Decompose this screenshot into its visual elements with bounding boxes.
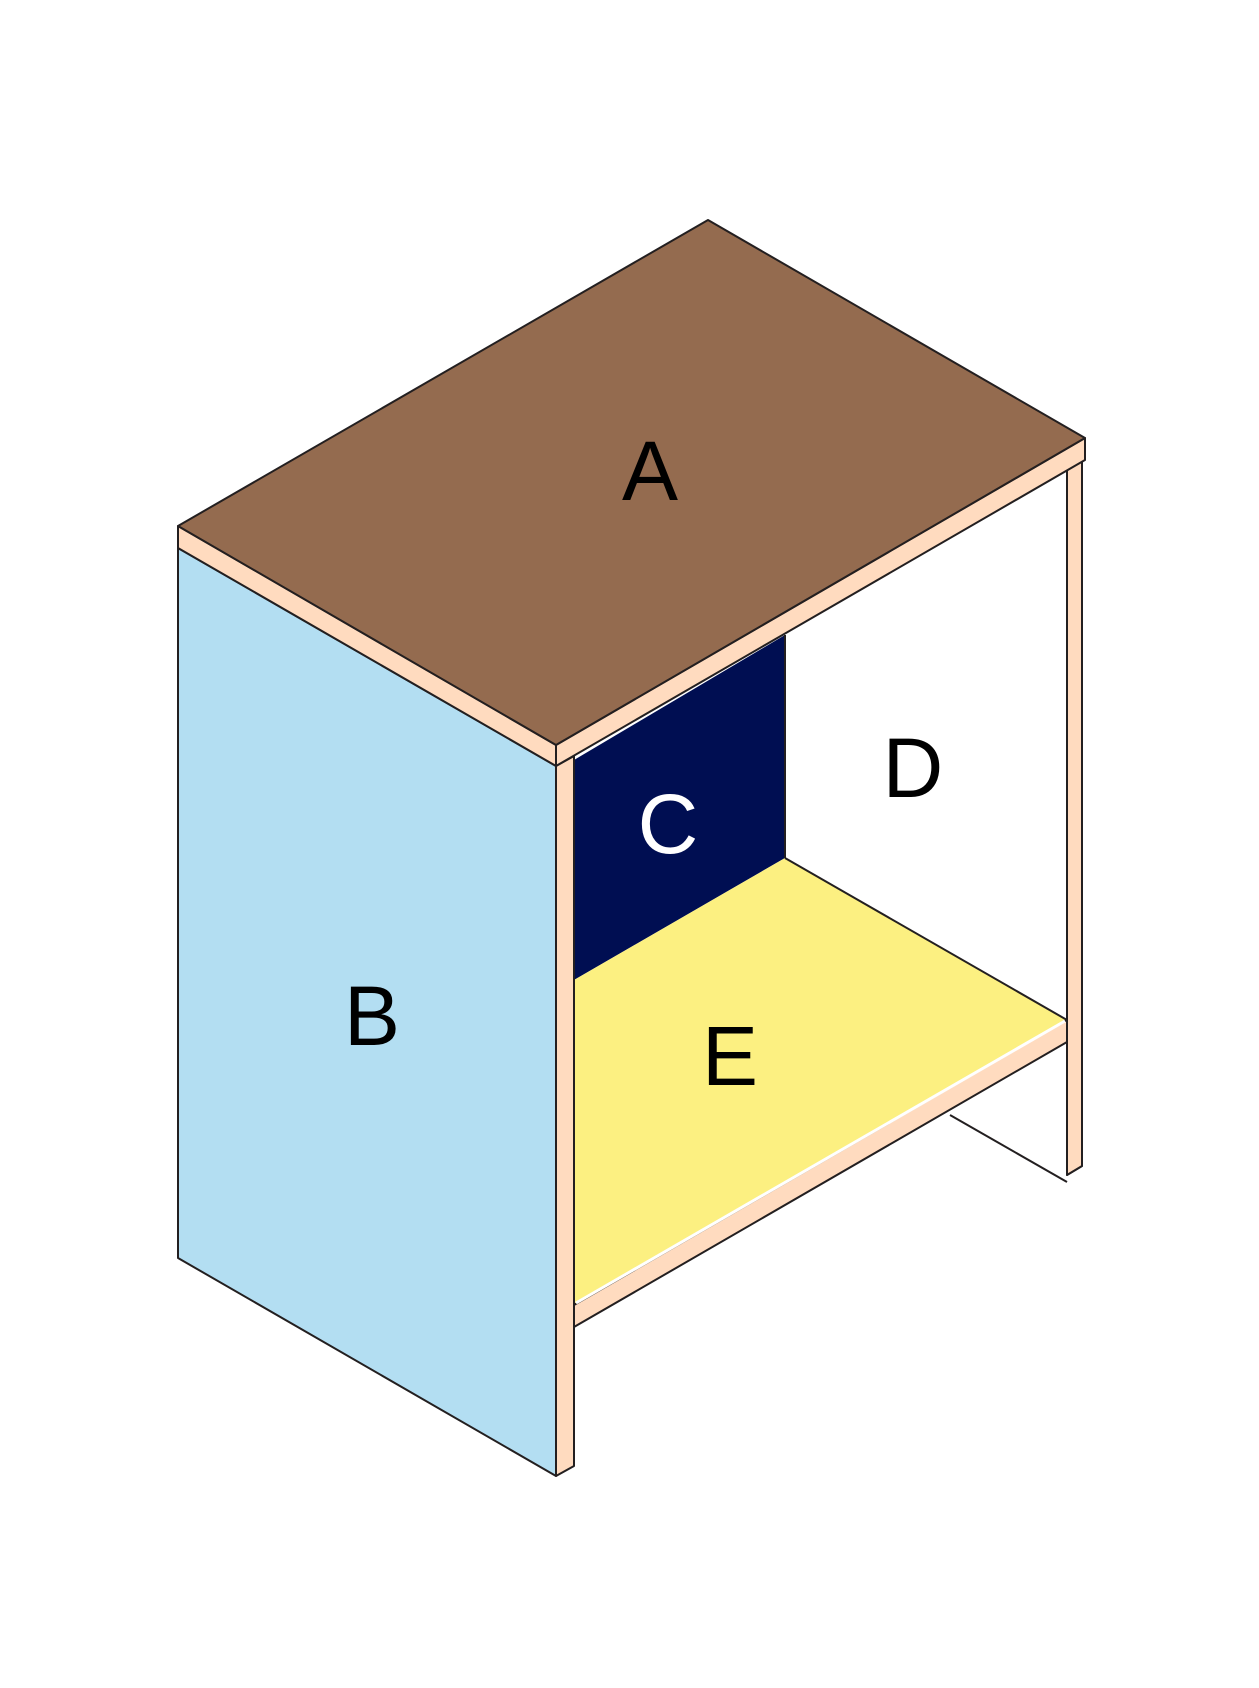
label-b: B [344,969,400,1063]
panel-d-lower-edge [949,1114,1068,1183]
panel-e-shelf [574,858,1067,1305]
label-e: E [702,1009,758,1103]
label-a: A [622,424,678,518]
panel-d-front-post [1066,460,1083,1176]
label-c: C [638,777,699,871]
panel-e-highlight [575,1019,1066,1305]
panel-b-front-edge [555,755,575,1477]
panel-d-face [785,470,1067,1020]
panel-a-top [177,219,1086,746]
panel-c-back [574,635,785,980]
panel-e-back-edge [784,857,1068,1021]
label-d: D [883,721,944,815]
